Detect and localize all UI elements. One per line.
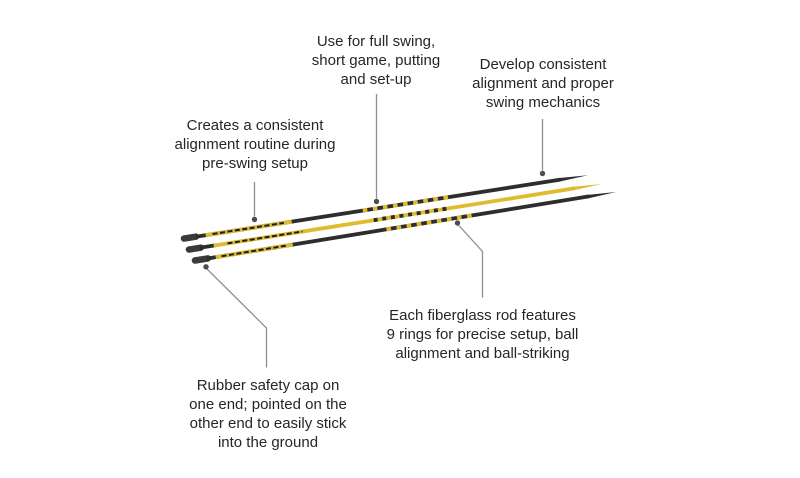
rod-top-cap	[180, 233, 200, 242]
callout-right-line: Develop consistent	[479, 56, 607, 73]
leader-top-dot	[373, 198, 380, 205]
leader-bottom-left	[203, 264, 268, 368]
callout-left-line: pre-swing setup	[202, 155, 308, 172]
callout-bottom-right-line: 9 rings for precise setup, ball	[386, 326, 579, 343]
rod-middle-connector	[199, 243, 216, 250]
callout-right-line: swing mechanics	[485, 94, 601, 111]
rod-bottom-cap	[191, 255, 212, 264]
leader-bottom-right	[454, 220, 484, 298]
rod-middle-pointed-tip	[571, 184, 602, 191]
leader-left-dot	[251, 216, 258, 223]
callout-bottom-left-line: into the ground	[217, 434, 319, 451]
callout-right-line: alignment and proper	[472, 75, 614, 92]
leader-top	[373, 94, 380, 205]
callout-bottom-right: Each fiberglass rod features 9 rings for…	[377, 306, 588, 363]
rod-top-pointed-tip	[558, 175, 588, 182]
rod-bottom-pointed-tip	[586, 192, 616, 199]
rod-top-label-band	[205, 219, 292, 237]
leader-bottom-left-dot	[203, 264, 209, 270]
rod-bottom	[191, 192, 616, 264]
callout-bottom-right-line: alignment and ball-striking	[395, 345, 570, 362]
callout-top: Use for full swing, short game, putting …	[296, 32, 456, 89]
callout-bottom-left-line: Rubber safety cap on	[196, 377, 340, 394]
callout-left-line: alignment routine during	[174, 136, 336, 153]
leader-right-dot	[539, 170, 546, 177]
leader-right	[539, 119, 546, 177]
callout-bottom-left-line: other end to easily stick	[189, 415, 347, 432]
leader-left	[251, 182, 258, 223]
callout-left: Creates a consistent alignment routine d…	[165, 116, 345, 173]
rod-top-rings	[362, 194, 454, 213]
rod-top-label-print	[212, 221, 284, 235]
callout-top-line: and set-up	[340, 71, 412, 88]
callout-top-line: Use for full swing,	[316, 33, 436, 50]
rod-middle-cap	[185, 244, 205, 253]
callout-bottom-right-line: Each fiberglass rod features	[389, 307, 576, 324]
callout-left-line: Creates a consistent	[186, 117, 324, 134]
leader-bottom-right-dot	[454, 220, 461, 226]
leader-bottom-left-line	[206, 268, 268, 368]
rod-bottom-rings	[386, 212, 477, 232]
callout-top-line: short game, putting	[311, 52, 441, 69]
leader-bottom-right-line	[457, 223, 484, 298]
rod-middle	[185, 184, 602, 253]
rod-middle-label-print	[227, 230, 303, 245]
callout-right: Develop consistent alignment and proper …	[458, 55, 628, 112]
callout-bottom-left-line: one end; pointed on the	[189, 396, 347, 413]
rod-top	[180, 175, 588, 242]
callout-bottom-left: Rubber safety cap on one end; pointed on…	[178, 376, 358, 452]
rod-bottom-label-print	[221, 244, 286, 258]
